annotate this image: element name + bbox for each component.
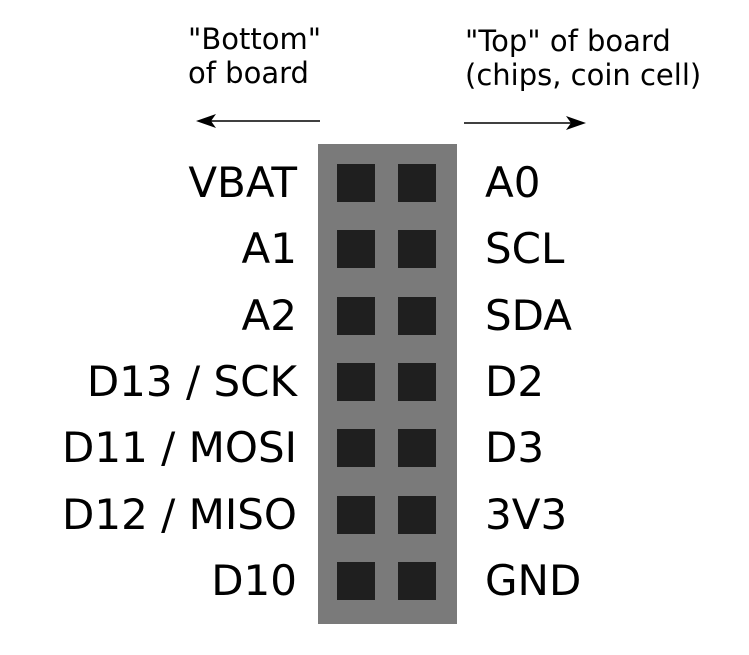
- top-label-line1: "Top" of board: [465, 24, 671, 58]
- pin-header-board: [318, 144, 457, 624]
- pin-right-2: [398, 230, 436, 268]
- pin-label-right: GND: [485, 556, 582, 605]
- pin-label-left: D13 / SCK: [86, 357, 297, 406]
- top-label-line2: (chips, coin cell): [465, 58, 702, 92]
- bottom-label-line1: "Bottom": [188, 22, 322, 56]
- pin-right-6: [398, 496, 436, 534]
- bottom-of-board-label: "Bottom"of board: [188, 22, 321, 90]
- pin-left-6: [337, 496, 375, 534]
- pin-label-left: A2: [241, 291, 297, 340]
- pin-label-right: SDA: [485, 291, 572, 340]
- pin-right-5: [398, 429, 436, 467]
- pin-label-right: SCL: [485, 224, 565, 273]
- top-of-board-label: "Top" of board(chips, coin cell): [465, 24, 701, 92]
- pin-label-right: D3: [485, 423, 545, 472]
- bottom-label-line2: of board: [188, 56, 309, 90]
- pin-left-3: [337, 297, 375, 335]
- pin-label-right: 3V3: [485, 490, 568, 539]
- pin-label-right: D2: [485, 357, 545, 406]
- left-arrow-icon: [196, 114, 320, 128]
- pin-label-left: D11 / MOSI: [62, 423, 297, 472]
- pin-right-7: [398, 562, 436, 600]
- pin-left-7: [337, 562, 375, 600]
- pin-right-4: [398, 363, 436, 401]
- pin-right-3: [398, 297, 436, 335]
- pin-left-2: [337, 230, 375, 268]
- pin-label-left: A1: [241, 224, 297, 273]
- pin-left-4: [337, 363, 375, 401]
- pin-left-5: [337, 429, 375, 467]
- right-arrow-icon: [464, 116, 586, 130]
- pin-right-1: [398, 164, 436, 202]
- pin-label-right: A0: [485, 158, 541, 207]
- pin-label-left: D10: [211, 556, 297, 605]
- pin-label-left: VBAT: [188, 158, 297, 207]
- pin-left-1: [337, 164, 375, 202]
- pin-label-left: D12 / MISO: [62, 490, 297, 539]
